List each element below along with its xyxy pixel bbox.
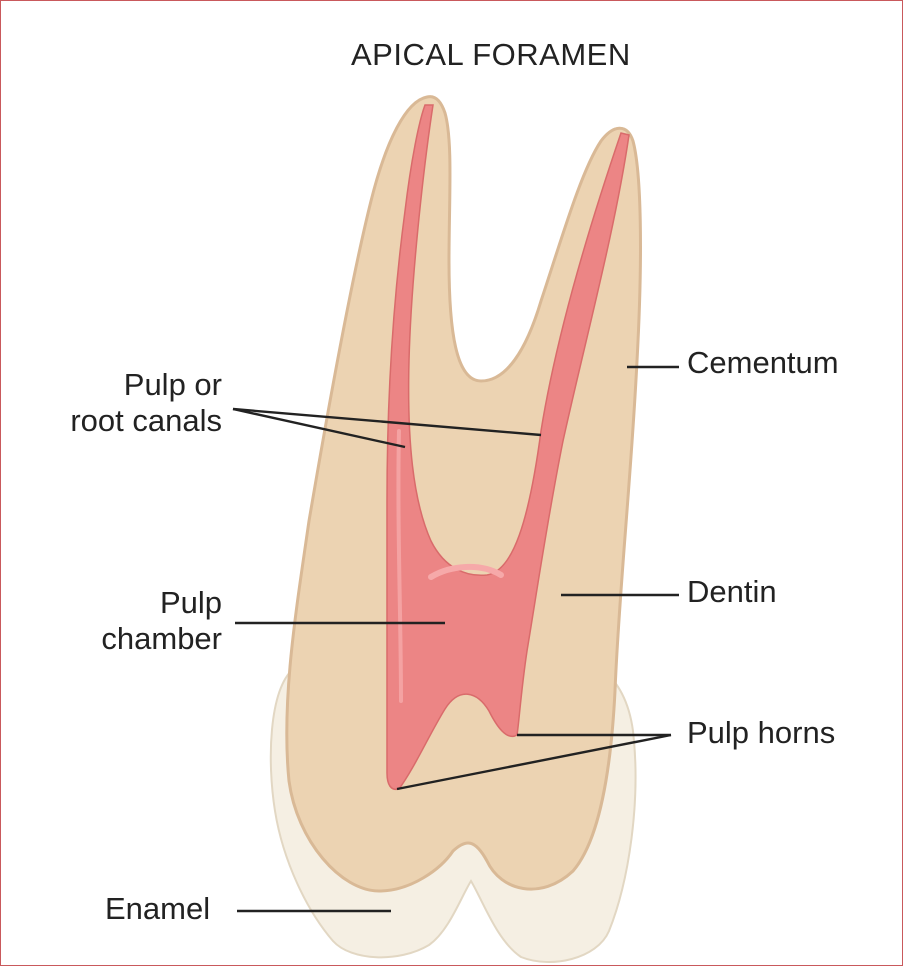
pulp-horns-label: Pulp horns (687, 715, 835, 751)
pulp-chamber-label-line1: Pulp (101, 585, 222, 621)
dentin-shape (287, 97, 641, 891)
root-canals-label-line2: root canals (70, 403, 222, 439)
pulp-chamber-label-line2: chamber (101, 621, 222, 657)
dentin-label: Dentin (687, 574, 777, 610)
enamel-label: Enamel (105, 891, 210, 927)
apical-foramen-title: APICAL FORAMEN (351, 37, 631, 73)
cementum-label: Cementum (687, 345, 839, 381)
root-canals-label: Pulp or root canals (70, 367, 222, 439)
root-canals-label-line1: Pulp or (70, 367, 222, 403)
pulp-chamber-label: Pulp chamber (101, 585, 222, 657)
